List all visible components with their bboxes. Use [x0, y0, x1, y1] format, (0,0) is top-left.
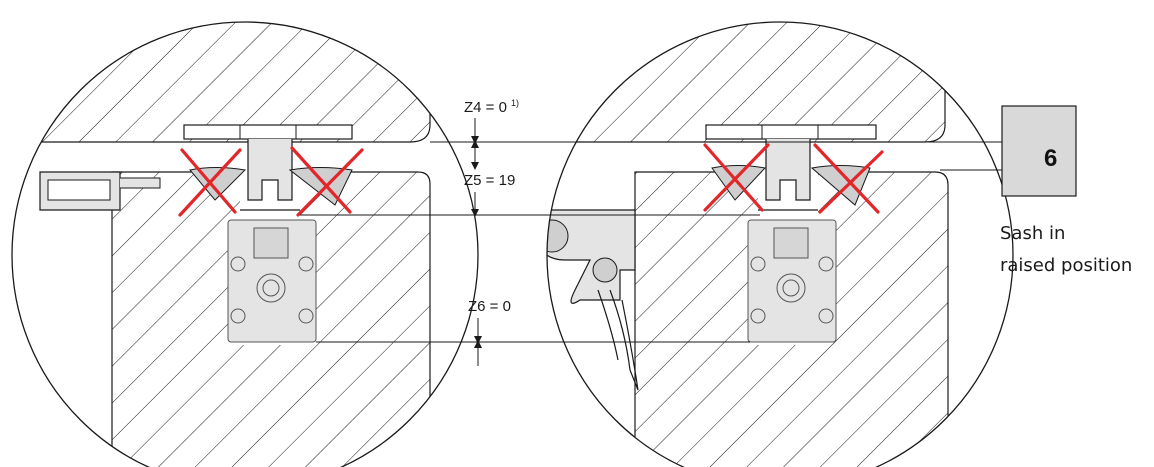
left-detail-view: [12, 22, 431, 467]
right-invalid-crosses: [703, 143, 884, 214]
right-detail-view: [547, 22, 1013, 467]
right-track: [705, 124, 877, 140]
dim-z6-label: Z6 = 0: [468, 298, 511, 315]
caption: Sash in raised position: [1000, 218, 1132, 282]
left-invalid-crosses: [178, 146, 364, 217]
left-head-frame: [12, 22, 431, 143]
dim-z5-label: Z5 = 19: [464, 172, 515, 189]
left-screw: [230, 256, 246, 272]
caption-line-2: raised position: [1000, 255, 1133, 276]
offset-value: 6: [1044, 145, 1057, 172]
right-side-seal: [547, 209, 639, 391]
left-guide-profile: [247, 139, 293, 201]
caption-line-1: Sash in: [1000, 223, 1066, 244]
right-head-frame: [550, 22, 1013, 142]
offset-value-box: [1001, 105, 1077, 197]
left-track: [183, 124, 353, 140]
left-detail-outline: [11, 21, 479, 467]
right-guide-profile: [765, 139, 811, 201]
right-detail-outline: [546, 21, 1014, 467]
